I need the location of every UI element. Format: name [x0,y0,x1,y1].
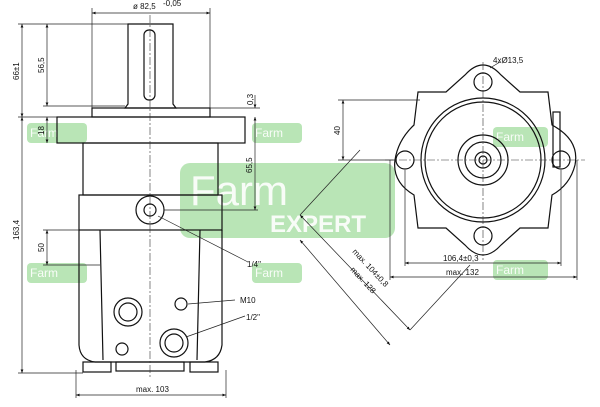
dim-max103: max. 103 [136,385,169,394]
svg-text:Farm: Farm [255,126,283,140]
dim-66: 66±1 [12,62,21,80]
watermark-small: Farm Farm Farm Farm Farm Farm [27,123,548,283]
dim-diameter: ø 82,5 [133,2,156,11]
dim-163: 163,4 [12,219,21,240]
watermark-brand: Farm [190,167,288,214]
svg-text:Farm: Farm [255,266,283,280]
dim-40: 40 [333,126,342,135]
dim-18: 18 [37,126,46,135]
holes-label: 4xØ13,5 [493,56,524,65]
dim-03: 0,3 [246,93,255,105]
dim-56: 56,5 [37,57,46,73]
watermark-large: Farm EXPERT [180,163,395,238]
port-half-label: 1/2" [246,313,260,322]
dim-max132: max. 132 [446,268,479,277]
svg-text:Farm: Farm [30,266,58,280]
svg-text:Farm: Farm [30,126,58,140]
svg-text:Farm: Farm [496,130,524,144]
port-quarter-label: 1/4" [247,260,261,269]
side-view [18,8,260,398]
dim-diameter-tolerance: -0,05 [163,0,182,8]
dim-65: 65,5 [245,157,254,173]
port-m10-label: M10 [240,296,256,305]
svg-text:Farm: Farm [496,263,524,277]
dim-50: 50 [37,243,46,252]
dim-106: 106,4±0,3 [443,254,479,263]
front-view [299,61,585,346]
